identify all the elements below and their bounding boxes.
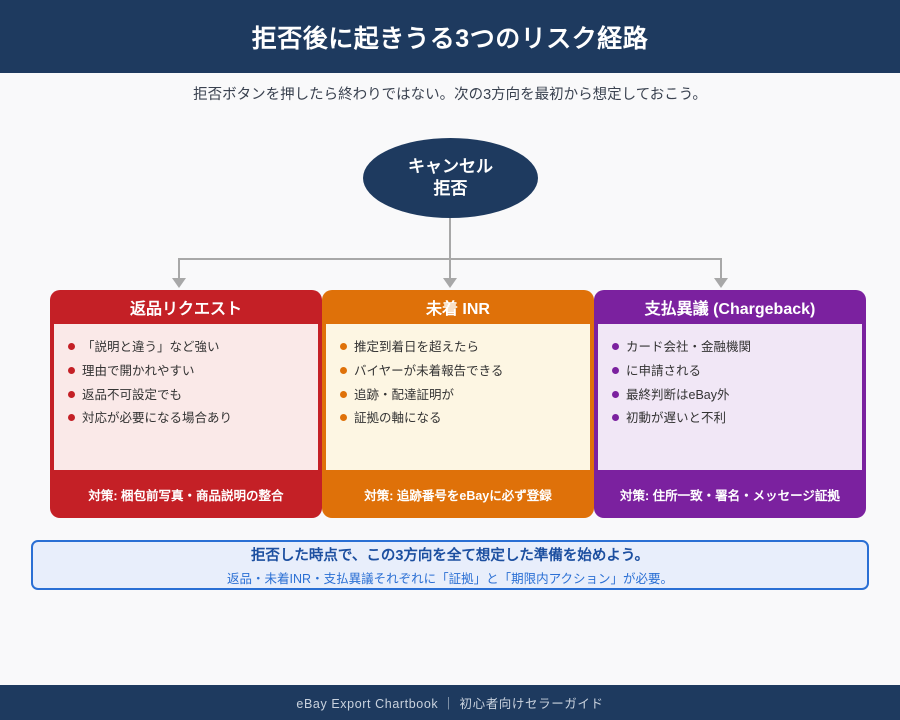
card-title: 未着 INR (425, 301, 490, 318)
card-body: 推定到着日を超えたら バイヤーが未着報告できる 追跡・配達証明が 証拠の軸になる (326, 324, 590, 470)
bullet-list: 推定到着日を超えたら バイヤーが未着報告できる 追跡・配達証明が 証拠の軸になる (340, 338, 580, 428)
list-item: 対応が必要になる場合あり (68, 409, 308, 428)
bullet-dot-icon (612, 366, 619, 374)
root-node-cancel-refusal: キャンセル 拒否 (363, 138, 538, 218)
page-title: 拒否後に起きうる3つのリスク経路 (251, 24, 649, 53)
connector-drop-3 (720, 258, 722, 280)
card-countermeasure: 対策: 住所一致・署名・メッセージ証拠 (620, 488, 840, 503)
list-item-label: 推定到着日を超えたら (354, 340, 480, 354)
list-item: 初動が遅いと不利 (612, 409, 852, 428)
card-body: 「説明と違う」など強い 理由で開かれやすい 返品不可設定でも 対応が必要になる場… (54, 324, 318, 470)
bullet-dot-icon (68, 343, 75, 350)
bullet-dot-icon (68, 390, 75, 398)
list-item-label: 対応が必要になる場合あり (82, 411, 233, 426)
list-item: 理由で開かれやすい (68, 362, 308, 381)
summary-callout: 拒否した時点で、この3方向を全て想定した準備を始めよう。 返品・未着INR・支払… (31, 540, 869, 590)
bullet-dot-icon (340, 414, 347, 422)
list-item-label: に申請される (626, 363, 702, 378)
footer-text: eBay Export Chartbook ｜ 初心者向けセラーガイド (296, 697, 604, 711)
risk-card-return-request: 返品リクエスト 「説明と違う」など強い 理由で開かれやすい 返品不可設定でも 対… (50, 290, 322, 518)
list-item: カード会社・金融機関 (612, 338, 852, 357)
list-item: 「説明と違う」など強い (68, 338, 308, 357)
list-item: 追跡・配達証明が (340, 386, 580, 405)
bullet-dot-icon (612, 343, 619, 350)
bullet-dot-icon (68, 414, 75, 422)
list-item: 最終判断はeBay外 (612, 386, 852, 405)
arrow-head-icon-3 (714, 278, 728, 288)
root-node-line1: キャンセル (408, 157, 493, 177)
list-item: バイヤーが未着報告できる (340, 362, 580, 381)
connector-drop-2 (449, 258, 451, 280)
header-bar: 拒否後に起きうる3つのリスク経路 (0, 0, 900, 73)
bullet-dot-icon (340, 366, 347, 374)
bullet-list: カード会社・金融機関 に申請される 最終判断はeBay外 初動が遅いと不利 (612, 338, 852, 428)
list-item: に申請される (612, 362, 852, 381)
bullet-list: 「説明と違う」など強い 理由で開かれやすい 返品不可設定でも 対応が必要になる場… (68, 338, 308, 428)
card-title: 支払異議 (Chargeback) (644, 301, 816, 318)
list-item-label: 「説明と違う」など強い (82, 340, 220, 354)
list-item-label: 証拠の軸になる (354, 411, 442, 426)
risk-card-chargeback: 支払異議 (Chargeback) カード会社・金融機関 に申請される 最終判断… (594, 290, 866, 518)
root-node-line2: 拒否 (433, 179, 468, 198)
list-item-label: 最終判断はeBay外 (626, 387, 730, 402)
list-item: 推定到着日を超えたら (340, 338, 580, 357)
connector-stem (449, 218, 451, 259)
list-item-label: 返品不可設定でも (82, 387, 183, 402)
footer-bar: eBay Export Chartbook ｜ 初心者向けセラーガイド (0, 685, 900, 720)
risk-card-item-not-received: 未着 INR 推定到着日を超えたら バイヤーが未着報告できる 追跡・配達証明が … (322, 290, 594, 518)
bullet-dot-icon (340, 343, 347, 350)
arrow-head-icon-2 (443, 278, 457, 288)
card-countermeasure: 対策: 追跡番号をeBayに必ず登録 (364, 488, 552, 503)
bullet-dot-icon (612, 390, 619, 398)
connector-drop-1 (178, 258, 180, 280)
callout-sub-text: 返品・未着INR・支払異議それぞれに「証拠」と「期限内アクション」が必要。 (227, 571, 673, 586)
card-title: 返品リクエスト (129, 301, 242, 318)
bullet-dot-icon (68, 366, 75, 374)
list-item: 返品不可設定でも (68, 386, 308, 405)
list-item-label: 初動が遅いと不利 (626, 411, 727, 426)
bullet-dot-icon (612, 414, 619, 422)
list-item-label: カード会社・金融機関 (626, 340, 752, 354)
bullet-dot-icon (340, 390, 347, 398)
list-item-label: 追跡・配達証明が (354, 387, 455, 402)
arrow-head-icon-1 (172, 278, 186, 288)
list-item: 証拠の軸になる (340, 409, 580, 428)
subtitle: 拒否ボタンを押したら終わりではない。次の3方向を最初から想定しておこう。 (193, 87, 707, 103)
callout-main-text: 拒否した時点で、この3方向を全て想定した準備を始めよう。 (250, 547, 650, 564)
list-item-label: バイヤーが未着報告できる (354, 363, 504, 378)
list-item-label: 理由で開かれやすい (82, 363, 195, 378)
card-body: カード会社・金融機関 に申請される 最終判断はeBay外 初動が遅いと不利 (598, 324, 862, 470)
card-countermeasure: 対策: 梱包前写真・商品説明の整合 (88, 488, 284, 503)
